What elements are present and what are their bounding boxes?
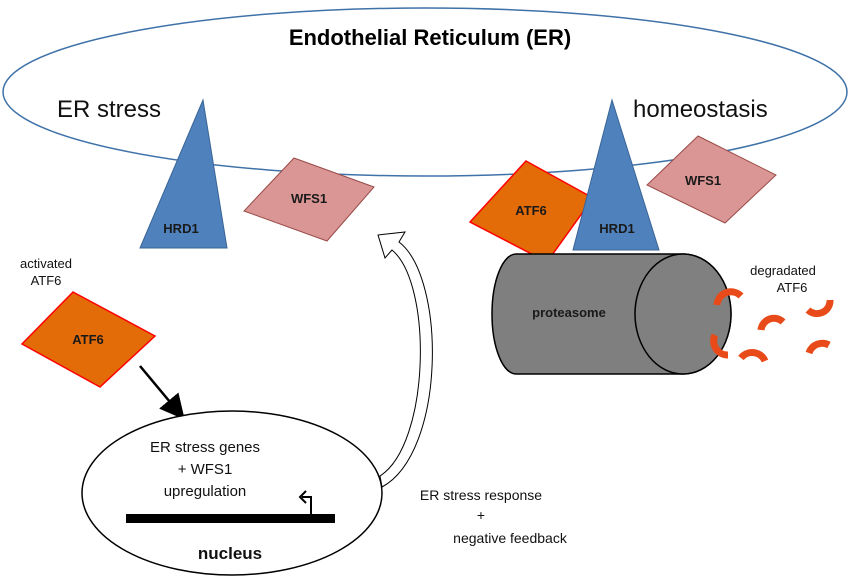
nucleus-text-line3: upregulation (164, 483, 247, 500)
activation-arrow (139, 365, 185, 420)
wfs1-right-shape (646, 135, 777, 224)
atf6-fragment (805, 299, 834, 318)
atf6-activated-label: ATF6 (72, 332, 104, 347)
degraded-atf6-line1: degradated (750, 263, 816, 278)
proteasome (491, 253, 732, 375)
wfs1-left-shape (243, 157, 375, 242)
hrd1-right-label: HRD1 (599, 221, 634, 236)
proteasome-label: proteasome (532, 305, 606, 320)
nucleus-shape (81, 410, 383, 576)
wfs1-right-label: WFS1 (685, 173, 721, 188)
atf6-fragment (805, 339, 831, 355)
wfs1-left-label: WFS1 (291, 191, 327, 206)
promoter-arrow-icon (298, 490, 312, 514)
atf6-activated-shape (20, 291, 157, 388)
atf6-fragment (757, 314, 786, 331)
atf6-right-label: ATF6 (515, 203, 547, 218)
hrd1-right-shape (572, 98, 660, 251)
response-line3: negative feedback (453, 530, 568, 546)
er-stress-label: ER stress (57, 96, 161, 123)
nucleus-text-line2: + WFS1 (178, 461, 233, 478)
degraded-atf6-line2: ATF6 (777, 280, 808, 295)
homeostasis-label: homeostasis (633, 96, 768, 123)
er-title: Endothelial Reticulum (ER) (289, 25, 571, 50)
er-membrane (2, 7, 848, 177)
hrd1-left-label: HRD1 (163, 221, 198, 236)
atf6-fragment (713, 288, 744, 306)
hrd1-left-shape (139, 98, 228, 249)
degraded-atf6-fragments (710, 288, 834, 363)
activated-atf6-line1: activated (20, 256, 72, 271)
nucleus-title: nucleus (198, 544, 262, 563)
atf6-fragment (710, 333, 729, 359)
dna-strand (126, 514, 335, 523)
activated-atf6-line2: ATF6 (31, 273, 62, 288)
response-line1: ER stress response (420, 487, 542, 503)
response-line2: + (477, 507, 485, 523)
feedback-arrow (377, 231, 433, 488)
atf6-fragment (738, 349, 769, 363)
nucleus-text-line1: ER stress genes (150, 439, 260, 456)
